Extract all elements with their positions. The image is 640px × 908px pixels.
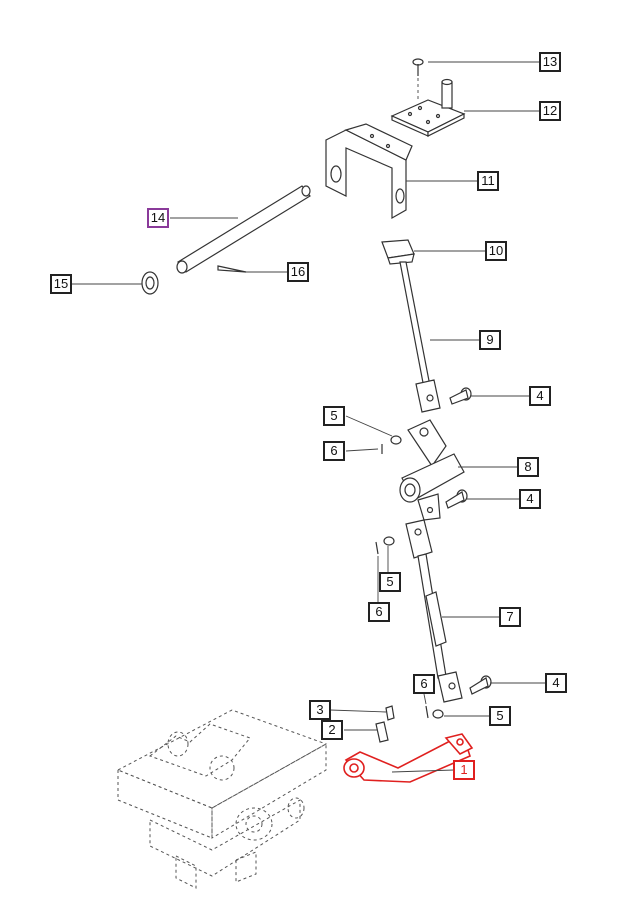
callout-15[interactable]: 15	[50, 274, 72, 294]
callout-4-upper[interactable]: 4	[529, 386, 551, 406]
callout-6-lower[interactable]: 6	[413, 674, 435, 694]
callout-4-lower[interactable]: 4	[545, 673, 567, 693]
part-5-nut-lower[interactable]	[432, 709, 444, 719]
callout-7[interactable]: 7	[499, 607, 521, 627]
part-13-screw[interactable]	[412, 58, 424, 100]
part-5-nut-upper[interactable]	[390, 435, 402, 445]
callout-6-upper[interactable]: 6	[323, 441, 345, 461]
callout-2[interactable]: 2	[321, 720, 343, 740]
part-1-lever-highlighted[interactable]	[343, 733, 474, 783]
callout-12[interactable]: 12	[539, 101, 561, 121]
part-4-bolt-upper[interactable]	[449, 387, 472, 405]
callout-3[interactable]: 3	[309, 700, 331, 720]
part-7-turnbuckle[interactable]	[405, 519, 463, 703]
callout-9[interactable]: 9	[479, 330, 501, 350]
callout-10[interactable]: 10	[485, 241, 507, 261]
callout-5-middle[interactable]: 5	[379, 572, 401, 592]
part-12-plate-with-pin[interactable]	[390, 78, 466, 137]
part-9-rod[interactable]	[399, 261, 441, 413]
callout-4-middle[interactable]: 4	[519, 489, 541, 509]
part-16-cotter-pin[interactable]	[217, 265, 247, 273]
part-6-pin-lower[interactable]	[425, 705, 429, 719]
callout-1-highlighted[interactable]: 1	[453, 760, 475, 780]
callout-13[interactable]: 13	[539, 52, 561, 72]
part-8-lever-sleeve[interactable]	[399, 419, 465, 521]
callout-11[interactable]: 11	[477, 171, 499, 191]
part-4-bolt-middle[interactable]	[445, 489, 468, 509]
part-14-shaft[interactable]	[176, 185, 311, 274]
part-10-clevis-head[interactable]	[381, 239, 415, 265]
callout-5-lower[interactable]: 5	[489, 706, 511, 726]
part-4-bolt-lower[interactable]	[469, 675, 492, 695]
callout-5-upper[interactable]: 5	[323, 406, 345, 426]
callout-14[interactable]: 14	[147, 208, 169, 228]
part-3-roll-pin[interactable]	[385, 705, 395, 721]
leader-lines	[70, 61, 546, 773]
callout-6-middle[interactable]: 6	[368, 602, 390, 622]
part-6-pin-middle[interactable]	[375, 541, 379, 555]
part-11-bracket[interactable]	[325, 123, 413, 220]
callout-8[interactable]: 8	[517, 457, 539, 477]
callout-16[interactable]: 16	[287, 262, 309, 282]
part-5-nut-middle[interactable]	[383, 536, 395, 546]
housing-reference	[116, 709, 328, 889]
part-15-washer[interactable]	[141, 271, 159, 295]
part-2-pin[interactable]	[375, 721, 389, 743]
